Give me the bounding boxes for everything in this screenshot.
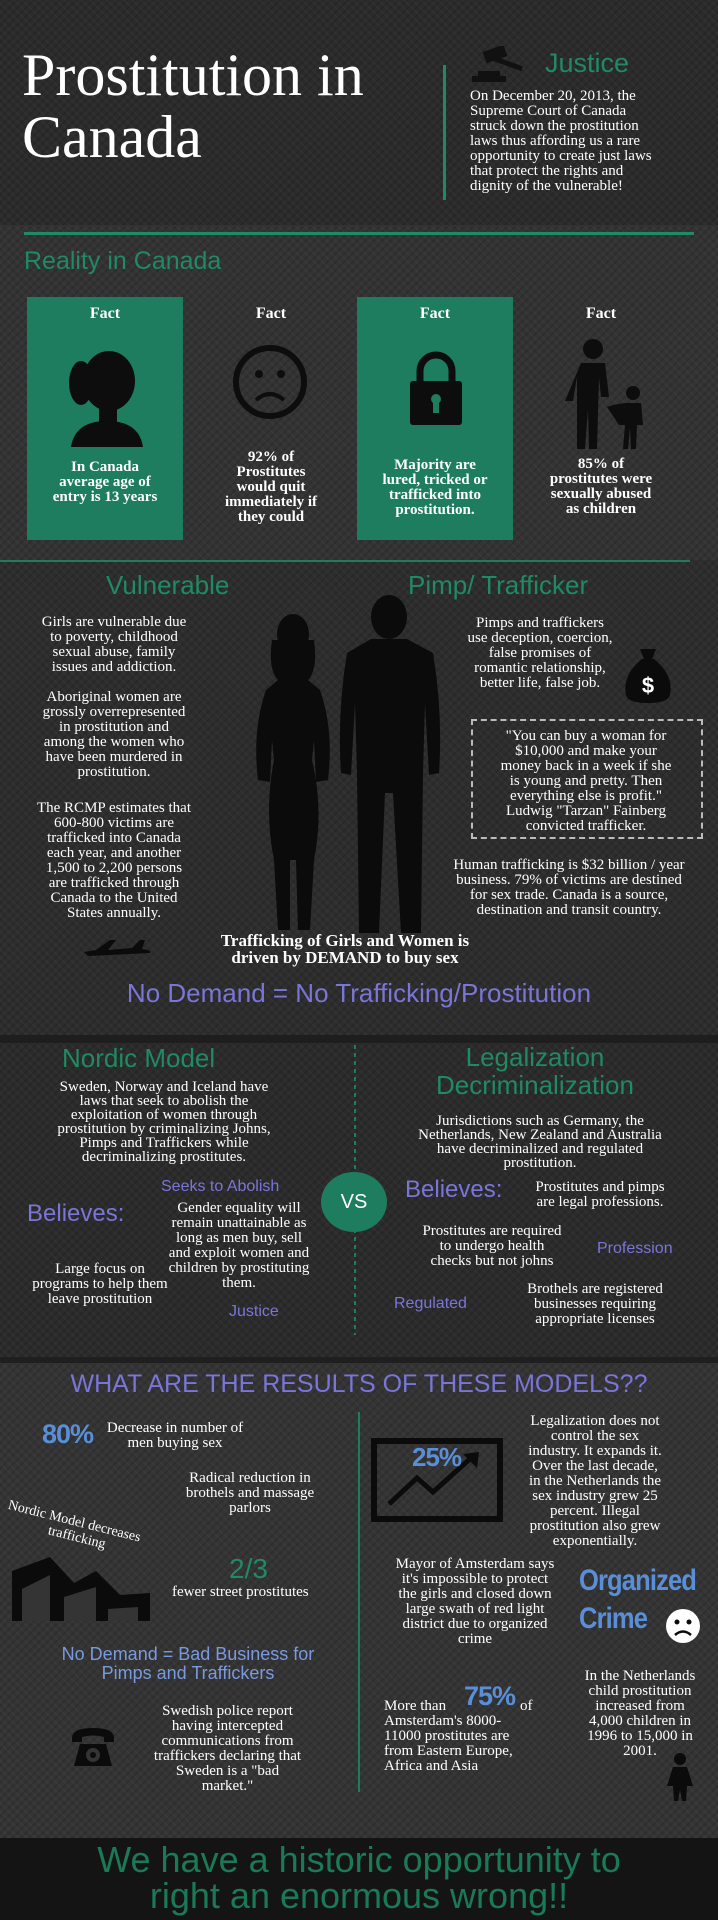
fact-card-abused: Fact 85% of prostitutes were sexually ab… bbox=[549, 305, 653, 517]
stat-75: 75% bbox=[464, 1681, 516, 1711]
legal-heading: Legalization Decriminalization bbox=[436, 1042, 634, 1100]
stat-25: 25% bbox=[412, 1442, 462, 1472]
page-title-line2: Canada bbox=[22, 104, 202, 170]
header-section: Prostitution in Canada Justice On Decemb… bbox=[0, 0, 718, 225]
airplane-icon bbox=[82, 934, 154, 963]
two-thirds-stat: 2/3 bbox=[229, 1553, 268, 1584]
child-figure-icon bbox=[665, 1752, 695, 1807]
demand-text: Trafficking of Girls and Women is driven… bbox=[220, 931, 470, 967]
vulnerable-rule bbox=[0, 560, 690, 562]
pimp-heading: Pimp/ Trafficker bbox=[408, 570, 589, 600]
adult-child-icon bbox=[563, 337, 653, 457]
girl-silhouette-icon bbox=[57, 347, 153, 452]
growth-chart-icon bbox=[371, 1438, 503, 1527]
seeks-to-abolish: Seeks to Abolish bbox=[161, 1178, 280, 1195]
reality-heading: Reality in Canada bbox=[24, 247, 222, 275]
nordic-justice: Justice bbox=[229, 1303, 279, 1320]
sad-face-icon bbox=[232, 344, 308, 425]
results-divider bbox=[358, 1412, 360, 1792]
padlock-icon bbox=[408, 349, 464, 432]
stat-80: 80% bbox=[42, 1419, 94, 1449]
header-divider bbox=[443, 65, 446, 200]
no-demand-slogan: No Demand = No Trafficking/Prostitution bbox=[126, 978, 592, 1008]
footer-section: We have a historic opportunity to right … bbox=[0, 1838, 718, 1920]
footer-message: We have a historic opportunity to right … bbox=[97, 1839, 621, 1916]
of-text: of bbox=[520, 1698, 533, 1714]
decline-chart-icon bbox=[12, 1553, 152, 1626]
woman-silhouette bbox=[238, 610, 348, 940]
gavel-icon bbox=[470, 44, 532, 84]
vulnerable-heading: Vulnerable bbox=[106, 570, 230, 600]
nordic-believes: Believes: bbox=[27, 1200, 125, 1227]
nordic-heading: Nordic Model bbox=[62, 1043, 216, 1073]
justice-heading: Justice bbox=[545, 48, 630, 78]
money-bag-icon: $ bbox=[622, 645, 674, 708]
page-title-line1: Prostitution in bbox=[22, 42, 364, 108]
fact-card-age: Fact In Canada average age of entry is 1… bbox=[27, 297, 183, 540]
results-top-shadow bbox=[0, 1357, 718, 1363]
telephone-icon bbox=[70, 1726, 116, 1773]
quote-box bbox=[471, 719, 703, 839]
sad-face-small-icon bbox=[665, 1608, 701, 1649]
more-than: More than bbox=[384, 1698, 447, 1714]
justice-text: On December 20, 2013, the Supreme Court … bbox=[470, 88, 652, 194]
models-top-shadow bbox=[0, 1035, 718, 1043]
organized-crime: Organized Crime bbox=[579, 1564, 697, 1635]
trafficker-quote: "You can buy a woman for$10,000 and make… bbox=[500, 728, 672, 834]
legal-believes: Believes: bbox=[405, 1176, 503, 1203]
legal-profession: Profession bbox=[597, 1240, 673, 1257]
vs-badge: VS bbox=[321, 1172, 387, 1232]
two-thirds-text: fewer street prostitutes bbox=[172, 1584, 309, 1600]
results-heading: WHAT ARE THE RESULTS OF THESE MODELS?? bbox=[70, 1370, 648, 1398]
man-silhouette bbox=[325, 593, 455, 943]
reality-rule bbox=[24, 232, 694, 235]
svg-text:$: $ bbox=[642, 673, 654, 698]
legal-regulated: Regulated bbox=[394, 1295, 467, 1312]
fact-card-quit: Fact 92% of Prostitutes would quit immed… bbox=[224, 305, 318, 525]
fact-card-lured: Fact Majority are lured, tricked or traf… bbox=[357, 297, 513, 540]
